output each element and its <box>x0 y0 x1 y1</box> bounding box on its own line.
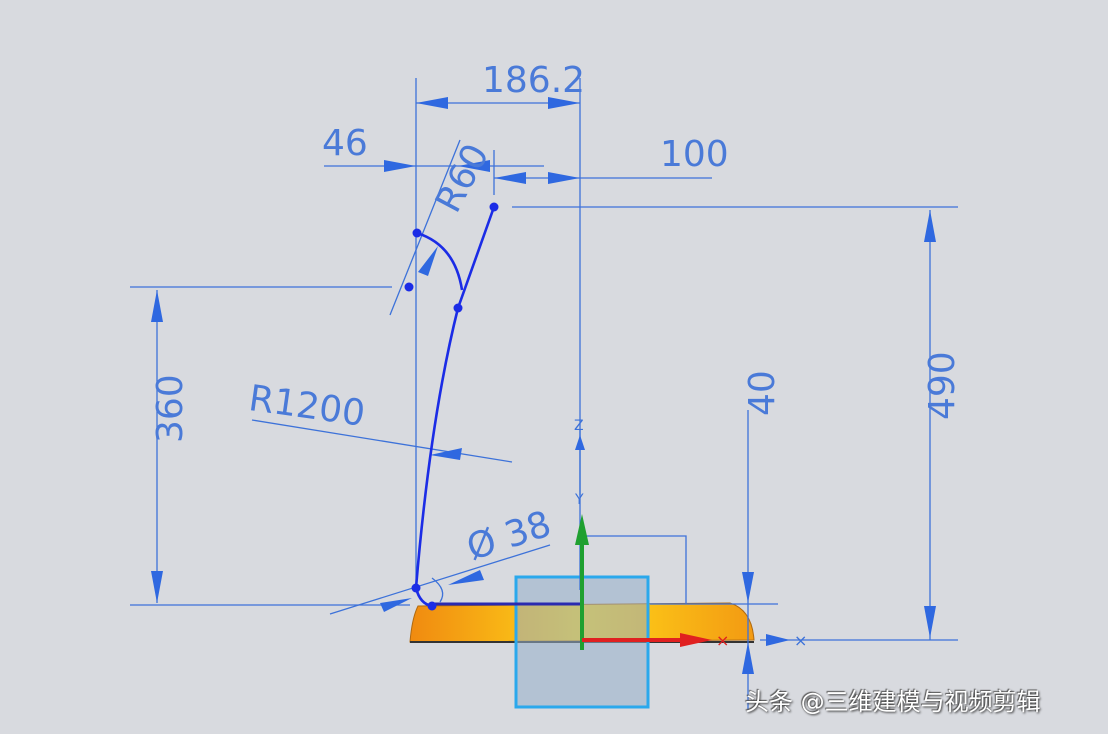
coordinate-axes: Z Y × × <box>574 418 807 650</box>
x-red-label: × <box>716 631 729 650</box>
dimension-arrows <box>151 97 936 674</box>
watermark: 头条 @三维建模与视频剪辑 <box>745 688 1041 716</box>
x-axis-label: × <box>794 631 807 650</box>
dimension-diameter-38[interactable]: Ø 38 <box>462 504 556 569</box>
dimension-490[interactable]: 490 <box>922 351 963 420</box>
sketch-curves[interactable] <box>404 202 585 611</box>
dimension-186-2[interactable]: 186.2 <box>482 60 585 101</box>
y-axis-label: Y <box>574 492 584 508</box>
dimension-46[interactable]: 46 <box>322 123 368 164</box>
dimension-r1200[interactable]: R1200 <box>246 378 367 435</box>
dimension-100[interactable]: 100 <box>660 134 729 175</box>
dimension-360[interactable]: 360 <box>150 374 191 443</box>
dimension-r60[interactable]: R60 <box>428 137 497 219</box>
dimension-40[interactable]: 40 <box>742 370 783 416</box>
z-axis-label: Z <box>574 418 584 434</box>
dimension-labels: 186.2 46 100 R60 360 R1200 490 40 Ø 38 <box>150 60 963 569</box>
